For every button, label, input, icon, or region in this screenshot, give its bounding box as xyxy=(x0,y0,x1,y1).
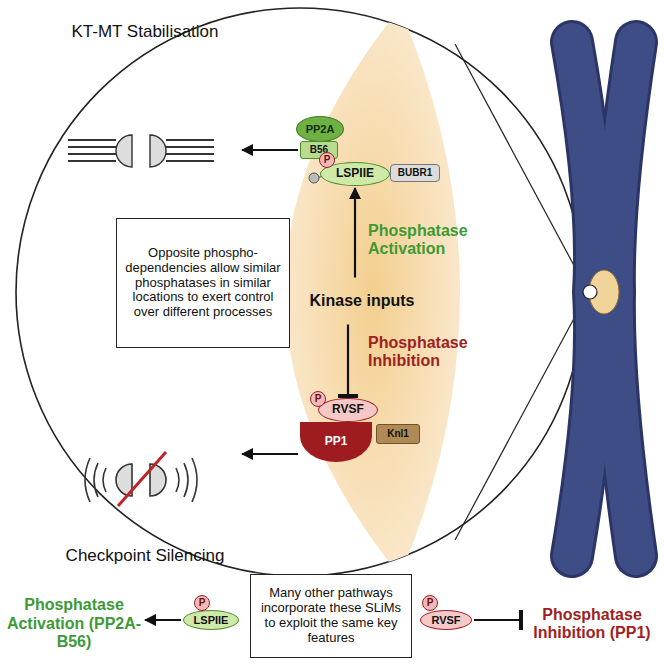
summary-label: Phosphatase Activation (PP2A-B56) xyxy=(5,588,143,660)
kt-mt-icon xyxy=(68,135,214,167)
pp2a-subunit: PP2A xyxy=(296,116,344,142)
checkpoint-icon xyxy=(85,452,197,506)
outcome-label: Checkpoint Silencing xyxy=(50,446,240,566)
protein-box: BUBR1 xyxy=(390,164,440,182)
node-text: BUBR1 xyxy=(398,167,432,179)
node-text: KT-MT Stabilisation xyxy=(71,22,218,42)
summary-label: Phosphatase Inhibition (PP1) xyxy=(523,588,661,660)
magnified-circle xyxy=(16,8,584,576)
kinetochore-region xyxy=(285,8,460,576)
phospho-mark: P xyxy=(422,595,438,611)
inhibition-connector xyxy=(347,325,349,397)
motif-ellipse: LSPIIE xyxy=(183,610,239,630)
node-text: Checkpoint Silencing xyxy=(66,546,225,566)
effect-label: Phosphatase Inhibition xyxy=(368,334,486,371)
node-text: Knl1 xyxy=(387,428,409,440)
note-box: Many other pathways incorporate these SL… xyxy=(250,574,412,658)
motif-ellipse: RVSF xyxy=(318,398,378,422)
node-text: Many other pathways incorporate these SL… xyxy=(256,586,406,646)
inhibition-connector xyxy=(474,619,521,621)
arrow-connector xyxy=(242,149,298,151)
node-text: LSPIIE xyxy=(194,614,229,627)
node-text: Phosphatase Activation (PP2A-B56) xyxy=(5,596,143,651)
node-text: Phosphatase Inhibition (PP1) xyxy=(523,606,661,643)
protein-box: Knl1 xyxy=(376,424,420,444)
note-box: Opposite phospho-dependencies allow simi… xyxy=(116,218,290,348)
arrow-connector xyxy=(145,619,181,621)
phospho-mark: P xyxy=(310,391,326,407)
effect-label: Phosphatase Activation xyxy=(368,222,486,259)
node-text: RVSF xyxy=(431,614,460,627)
phospho-mark: P xyxy=(319,152,335,168)
node-text: LSPIIE xyxy=(336,167,374,181)
kinase-label: Kinase inputs xyxy=(307,280,417,323)
node-text: PP2A xyxy=(306,123,335,136)
motif-ellipse: RVSF xyxy=(420,610,472,630)
node-text: Kinase inputs xyxy=(310,292,415,310)
arrow-connector xyxy=(242,453,298,455)
chromosome xyxy=(572,42,636,556)
arrow-connector xyxy=(354,188,356,278)
node-text: PP1 xyxy=(325,435,348,449)
node-text: Opposite phospho-dependencies allow simi… xyxy=(123,246,283,321)
outcome-label: KT-MT Stabilisation xyxy=(50,22,240,185)
phospho-mark: P xyxy=(194,595,210,611)
node-text: RVSF xyxy=(332,403,364,417)
